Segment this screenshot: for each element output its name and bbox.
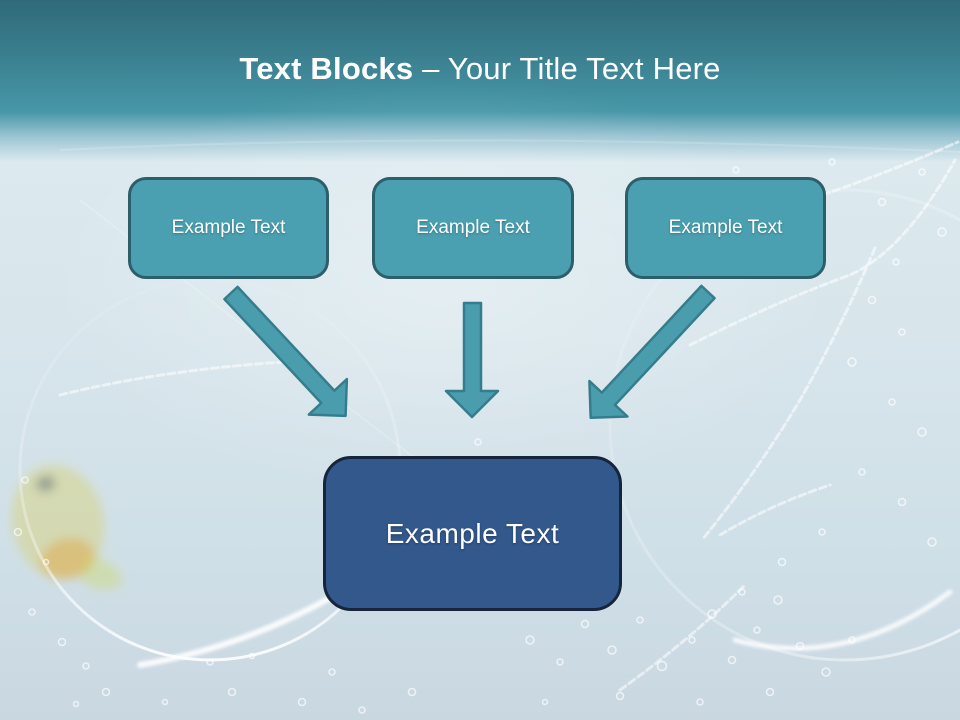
title-emphasis: Text Blocks: [239, 51, 414, 86]
text-block-1: Example Text: [128, 177, 329, 279]
text-block-2-label: Example Text: [416, 217, 530, 238]
bubbles: [13, 158, 947, 714]
page-title: Text Blocks – Your Title Text Here: [0, 50, 960, 87]
arrow-down-left-icon: [588, 284, 716, 420]
text-block-1-label: Example Text: [171, 217, 286, 238]
arrow-down-right-icon: [223, 285, 349, 418]
result-block: Example Text: [323, 456, 622, 611]
text-block-3-label: Example Text: [668, 217, 783, 238]
text-block-3: Example Text: [625, 177, 826, 279]
arrow-down-icon: [444, 301, 500, 419]
title-remainder: – Your Title Text Here: [413, 51, 721, 86]
fish-silhouette: [11, 464, 123, 590]
result-block-label: Example Text: [385, 517, 560, 549]
text-block-2: Example Text: [372, 177, 574, 279]
